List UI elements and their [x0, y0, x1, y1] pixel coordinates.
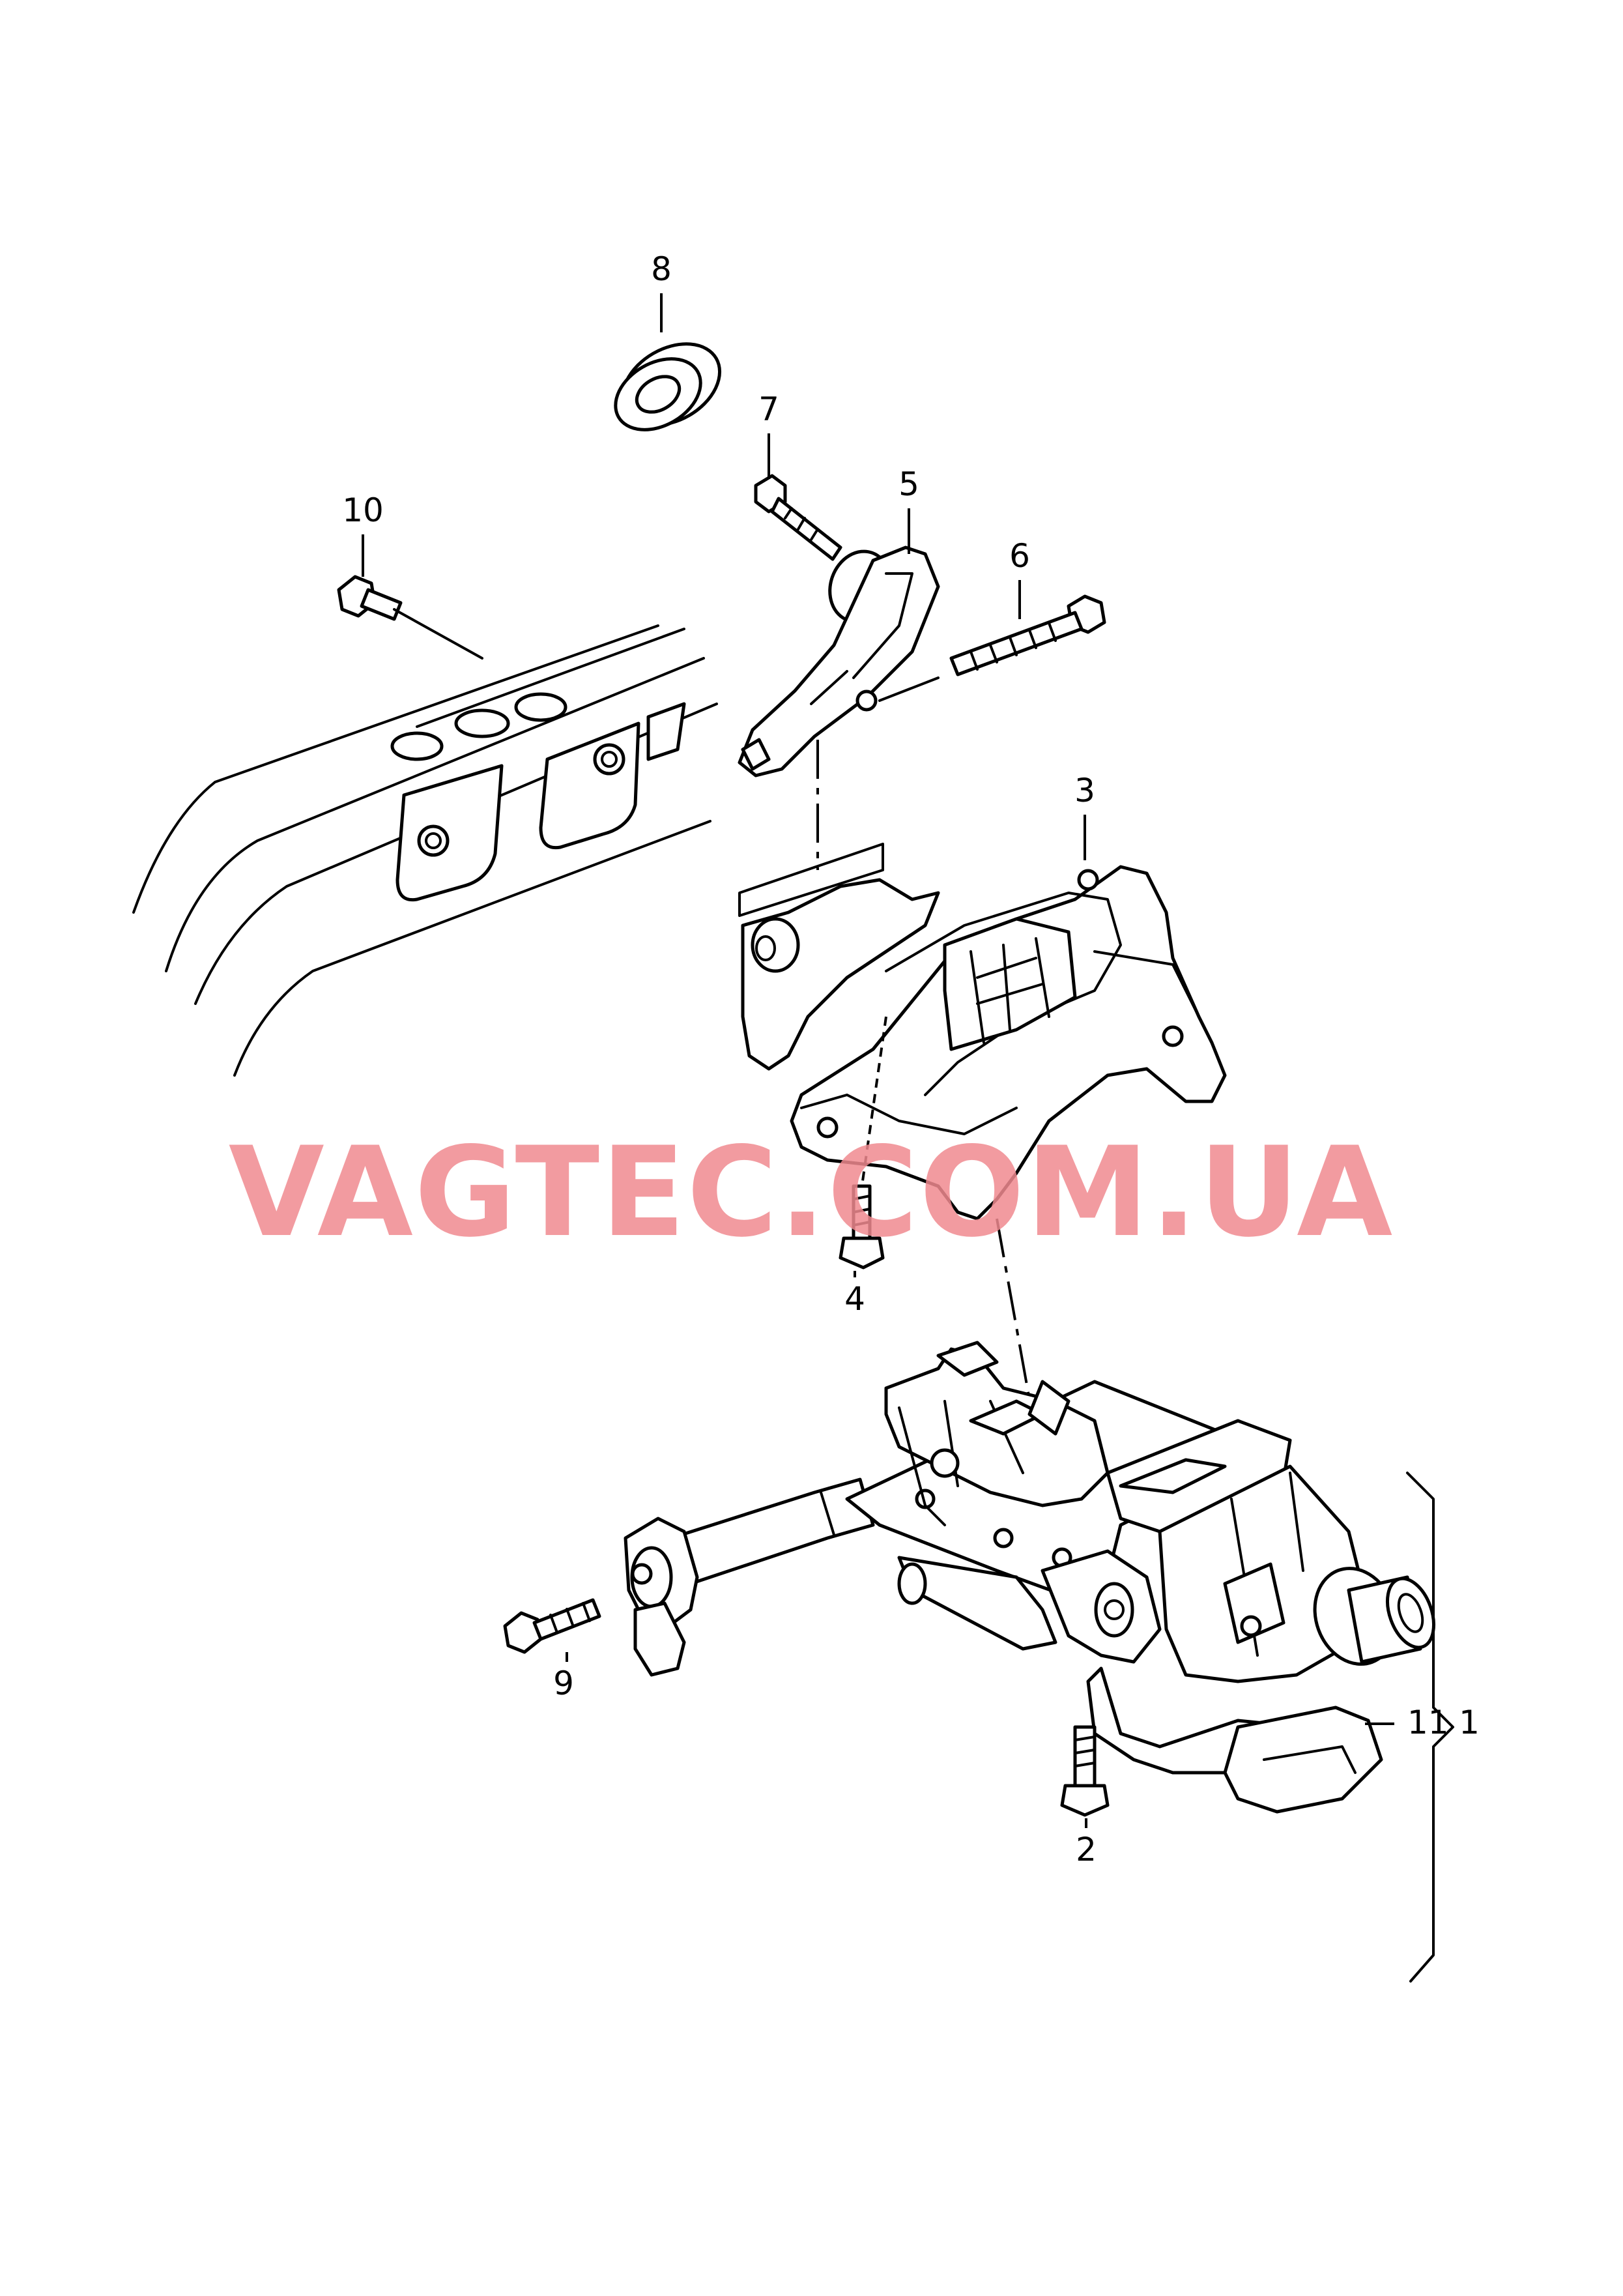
callout-2: 2 [1076, 1831, 1097, 1868]
callout-11: 11 [1407, 1704, 1449, 1741]
bracket-5 [738, 545, 940, 777]
bolt-2 [1060, 1725, 1110, 1817]
leader-lines [362, 293, 1394, 1828]
watermark: VAGTEC.COM.UA [229, 1120, 1394, 1264]
bolt-10 [337, 575, 483, 660]
callout-10: 10 [342, 491, 384, 529]
callout-8: 8 [651, 250, 672, 288]
steering-column-1 [624, 1341, 1435, 1814]
housing-3 [738, 843, 1227, 1221]
callout-6: 6 [1009, 537, 1030, 575]
assembly-bracket [1406, 1472, 1454, 1983]
bolt-4 [839, 1184, 885, 1270]
callout-7: 7 [758, 390, 779, 428]
bolt-7 [754, 474, 842, 561]
callout-4: 4 [844, 1280, 865, 1318]
callout-3: 3 [1074, 772, 1095, 809]
callouts: 8 7 5 10 6 3 4 9 11 1 2 [342, 250, 1480, 1868]
bolt-9 [503, 1598, 601, 1654]
callout-5: 5 [898, 465, 919, 503]
grommet-8 [614, 342, 722, 431]
callout-9: 9 [553, 1664, 574, 1702]
callout-1: 1 [1459, 1704, 1480, 1741]
bolt-6 [878, 594, 1106, 702]
cross-member [132, 624, 718, 1077]
